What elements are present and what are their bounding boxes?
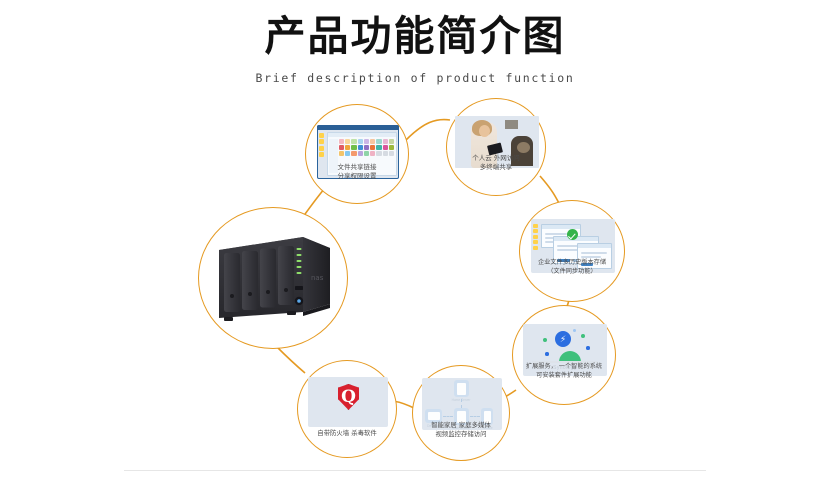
- node-caption: 企业文件多历史版本存储 （文件同步功能）: [520, 259, 624, 277]
- node-file-share[interactable]: 文件共享链接 分享权限设置: [305, 104, 409, 204]
- caption-line-2: 可安装套件扩展功能: [536, 371, 592, 379]
- caption-line-2: 多终端共享: [479, 163, 513, 172]
- caption-line-1: 智能家居 家庭多媒体: [431, 421, 491, 429]
- package-center-illustration-icon: Synology: [523, 324, 607, 376]
- caption-line-1: 扩展服务， 一个智能的系统: [525, 363, 603, 370]
- node-personal-cloud[interactable]: 个人云 外网访问 多终端共享: [446, 98, 546, 196]
- device-network-diagram-icon: Home Server Main Device Desktop Mobile: [422, 378, 502, 430]
- bottom-divider: [124, 470, 706, 471]
- page-subtitle: Brief description of product function: [255, 71, 575, 85]
- node-caption: 自带防火墙 杀毒软件: [298, 429, 396, 438]
- svg-text:nas: nas: [311, 274, 324, 282]
- node-caption: 个人云 外网访问 多终端共享: [447, 154, 545, 173]
- node-caption: 文件共享链接 分享权限设置: [306, 163, 408, 182]
- caption-line-2: （文件同步功能）: [547, 267, 597, 275]
- node-smart-home[interactable]: Home Server Main Device Desktop Mobile 智…: [412, 365, 510, 461]
- file-sync-screenshot-icon: [531, 219, 615, 273]
- caption-line-2: 分享权限设置: [337, 172, 377, 181]
- nas-device-icon: nas: [219, 237, 330, 321]
- caption-line-1: 个人云 外网访问: [472, 154, 520, 162]
- node-version-history[interactable]: 企业文件多历史版本存储 （文件同步功能）: [519, 200, 625, 302]
- header: 产品功能简介图 Brief description of product fun…: [0, 0, 830, 86]
- caption-line-1: 企业文件多历史版本存储: [537, 259, 607, 266]
- node-security[interactable]: 自带防火墙 杀毒软件: [297, 360, 397, 458]
- caption-line-1: 自带防火墙 杀毒软件: [317, 429, 377, 437]
- center-node-nas: nas: [198, 207, 348, 349]
- caption-line-2: 视频监控存储访问: [435, 430, 487, 439]
- caption-line-1: 文件共享链接: [337, 163, 377, 171]
- q-shield-antivirus-icon: [308, 377, 388, 427]
- node-caption: 智能家居 家庭多媒体 视频监控存储访问: [413, 421, 509, 440]
- file-manager-screenshot-icon: [317, 125, 399, 179]
- node-package-center[interactable]: Synology 扩展服务， 一个智能的系统 可安装套件扩展功能: [512, 305, 616, 405]
- page-title: 产品功能简介图: [264, 12, 566, 60]
- person-tablet-photo-icon: [455, 116, 539, 168]
- node-caption: 扩展服务， 一个智能的系统 可安装套件扩展功能: [513, 363, 615, 381]
